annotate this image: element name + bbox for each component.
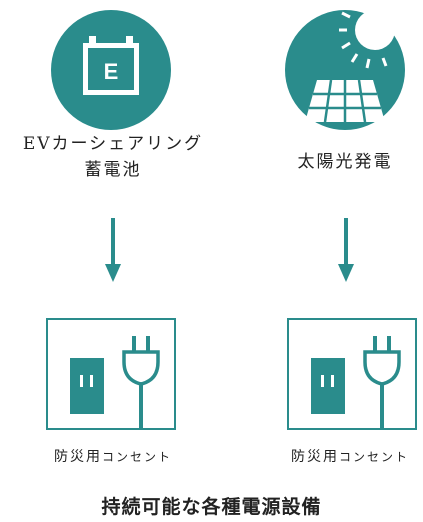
ev-battery-column: E EVカーシェアリング 蓄電池 防災用コンセント (18, 0, 218, 470)
battery-letter: E (104, 59, 119, 84)
storage-battery-label: 蓄電池 (84, 160, 142, 180)
solar-column: 太陽光発電 防災用コンセント (245, 0, 423, 470)
solar-panel-icon (285, 10, 405, 130)
solar-power-label: 太陽光発電 (297, 152, 393, 172)
outlet-plug-icon (287, 318, 417, 430)
emergency-outlet-label: 防災用コンセント (290, 449, 409, 465)
ev-carsharing-label: EVカーシェアリング (22, 134, 204, 154)
battery-icon: E (51, 10, 171, 130)
caption: 持続可能な各種電源設備 (101, 496, 322, 518)
arrow-down-icon (338, 218, 354, 282)
outlet-plug-icon (46, 318, 176, 430)
emergency-outlet-label: 防災用コンセント (53, 449, 172, 465)
arrow-down-icon (105, 218, 121, 282)
